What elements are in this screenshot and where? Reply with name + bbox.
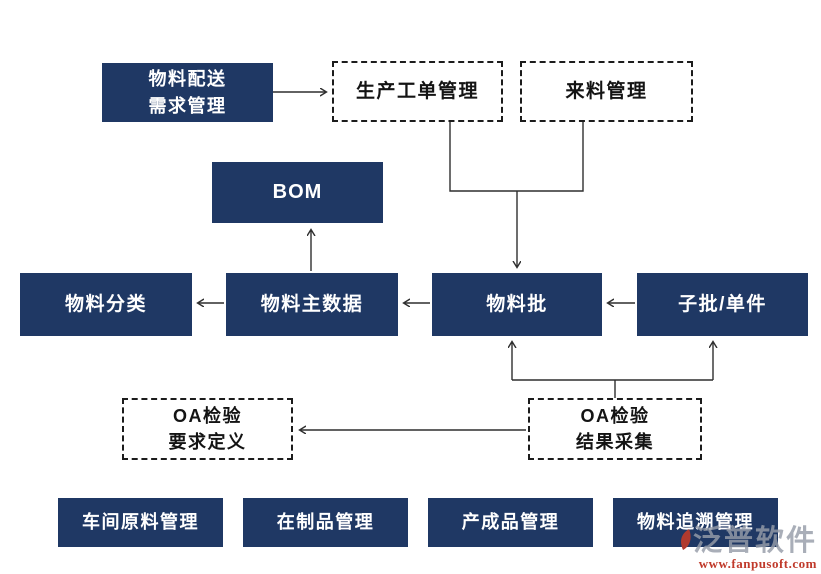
- node-material-master-data: 物料主数据: [226, 273, 398, 336]
- watermark-url: www.fanpusoft.com: [698, 556, 817, 571]
- node-finished-product: 产成品管理: [428, 498, 593, 547]
- watermark-logo-text: 泛普软件: [692, 524, 817, 557]
- watermark: 泛普软件 www.fanpusoft.com: [676, 526, 817, 572]
- node-wip-management: 在制品管理: [243, 498, 408, 547]
- node-material-traceability: 物料追溯管理: [613, 498, 778, 547]
- node-material-delivery-demand: 物料配送 需求管理: [102, 63, 273, 122]
- node-workshop-raw-material: 车间原料管理: [58, 498, 223, 547]
- node-material-batch: 物料批: [432, 273, 602, 336]
- node-production-work-order: 生产工单管理: [332, 61, 503, 122]
- node-sub-batch-unit: 子批/单件: [637, 273, 808, 336]
- node-bom: BOM: [212, 162, 383, 223]
- fanpu-logo-icon: [676, 528, 696, 557]
- node-incoming-material: 来料管理: [520, 61, 693, 122]
- node-qa-requirement-definition: OA检验 要求定义: [122, 398, 293, 460]
- node-material-classification: 物料分类: [20, 273, 192, 336]
- node-qa-result-collection: OA检验 结果采集: [528, 398, 702, 460]
